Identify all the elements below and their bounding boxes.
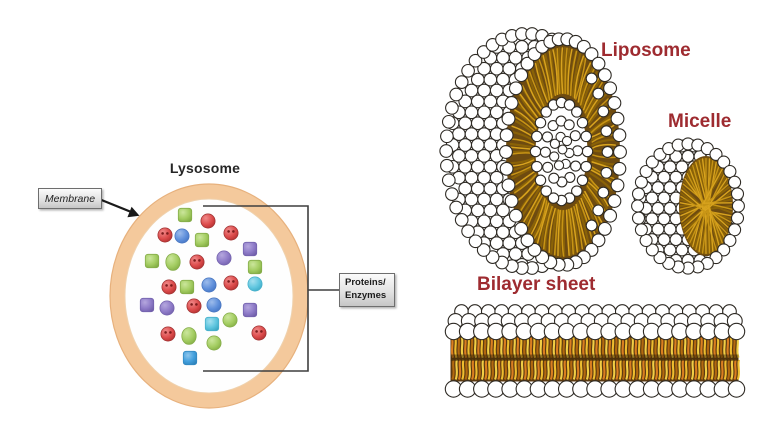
liposome-label: Liposome [601, 40, 691, 61]
micelle-diagram [631, 137, 745, 275]
lysosome-particles [139, 207, 267, 366]
lysosome-diagram [109, 183, 309, 409]
membrane-label: Membrane [38, 188, 102, 209]
proteins-bracket [203, 205, 339, 372]
liposome-diagram [439, 27, 627, 275]
bilayer-sheet-label: Bilayer sheet [477, 274, 596, 295]
membrane-label-text: Membrane [44, 192, 96, 205]
lysosome-title: Lysosome [169, 160, 241, 176]
proteins-label-line1: Proteins/ [345, 277, 386, 289]
proteins-label-line2: Enzymes [345, 290, 387, 301]
membrane-arrow [98, 197, 140, 218]
bilayer-sheet-diagram [444, 304, 746, 398]
proteins-enzymes-label: Proteins/ Enzymes [339, 273, 395, 307]
micelle-label: Micelle [668, 111, 732, 132]
